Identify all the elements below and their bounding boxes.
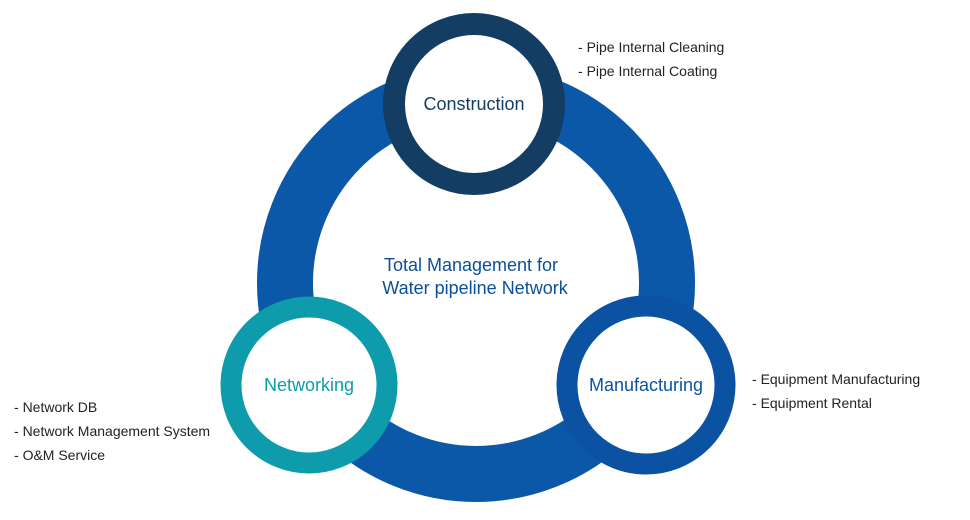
construction-node: Construction xyxy=(383,13,565,195)
list-item: O&M Service xyxy=(14,443,210,467)
networking-node: Networking xyxy=(220,296,398,474)
list-item: Pipe Internal Coating xyxy=(578,59,724,83)
manufacturing-services-list: Equipment Manufacturing Equipment Rental xyxy=(752,367,921,415)
list-item: Equipment Rental xyxy=(752,391,920,415)
list-item: Pipe Internal Cleaning xyxy=(578,35,725,59)
networking-node-ring xyxy=(220,296,398,474)
center-title-line-2: Water pipeline Network xyxy=(382,278,568,298)
networking-node-label: Networking xyxy=(264,375,354,395)
construction-node-ring xyxy=(383,13,565,195)
manufacturing-node-ring xyxy=(556,295,736,475)
manufacturing-node: Manufacturing xyxy=(556,295,736,475)
list-item: Network Management System xyxy=(14,419,211,443)
center-title-line-1: Total Management for xyxy=(384,255,558,275)
list-item: Equipment Manufacturing xyxy=(752,367,921,391)
construction-node-label: Construction xyxy=(423,94,524,114)
networking-services-list: Network DB Network Management System O&M… xyxy=(14,395,211,467)
construction-services-list: Pipe Internal Cleaning Pipe Internal Coa… xyxy=(578,35,725,83)
manufacturing-node-label: Manufacturing xyxy=(589,375,703,395)
list-item: Network DB xyxy=(14,395,210,419)
